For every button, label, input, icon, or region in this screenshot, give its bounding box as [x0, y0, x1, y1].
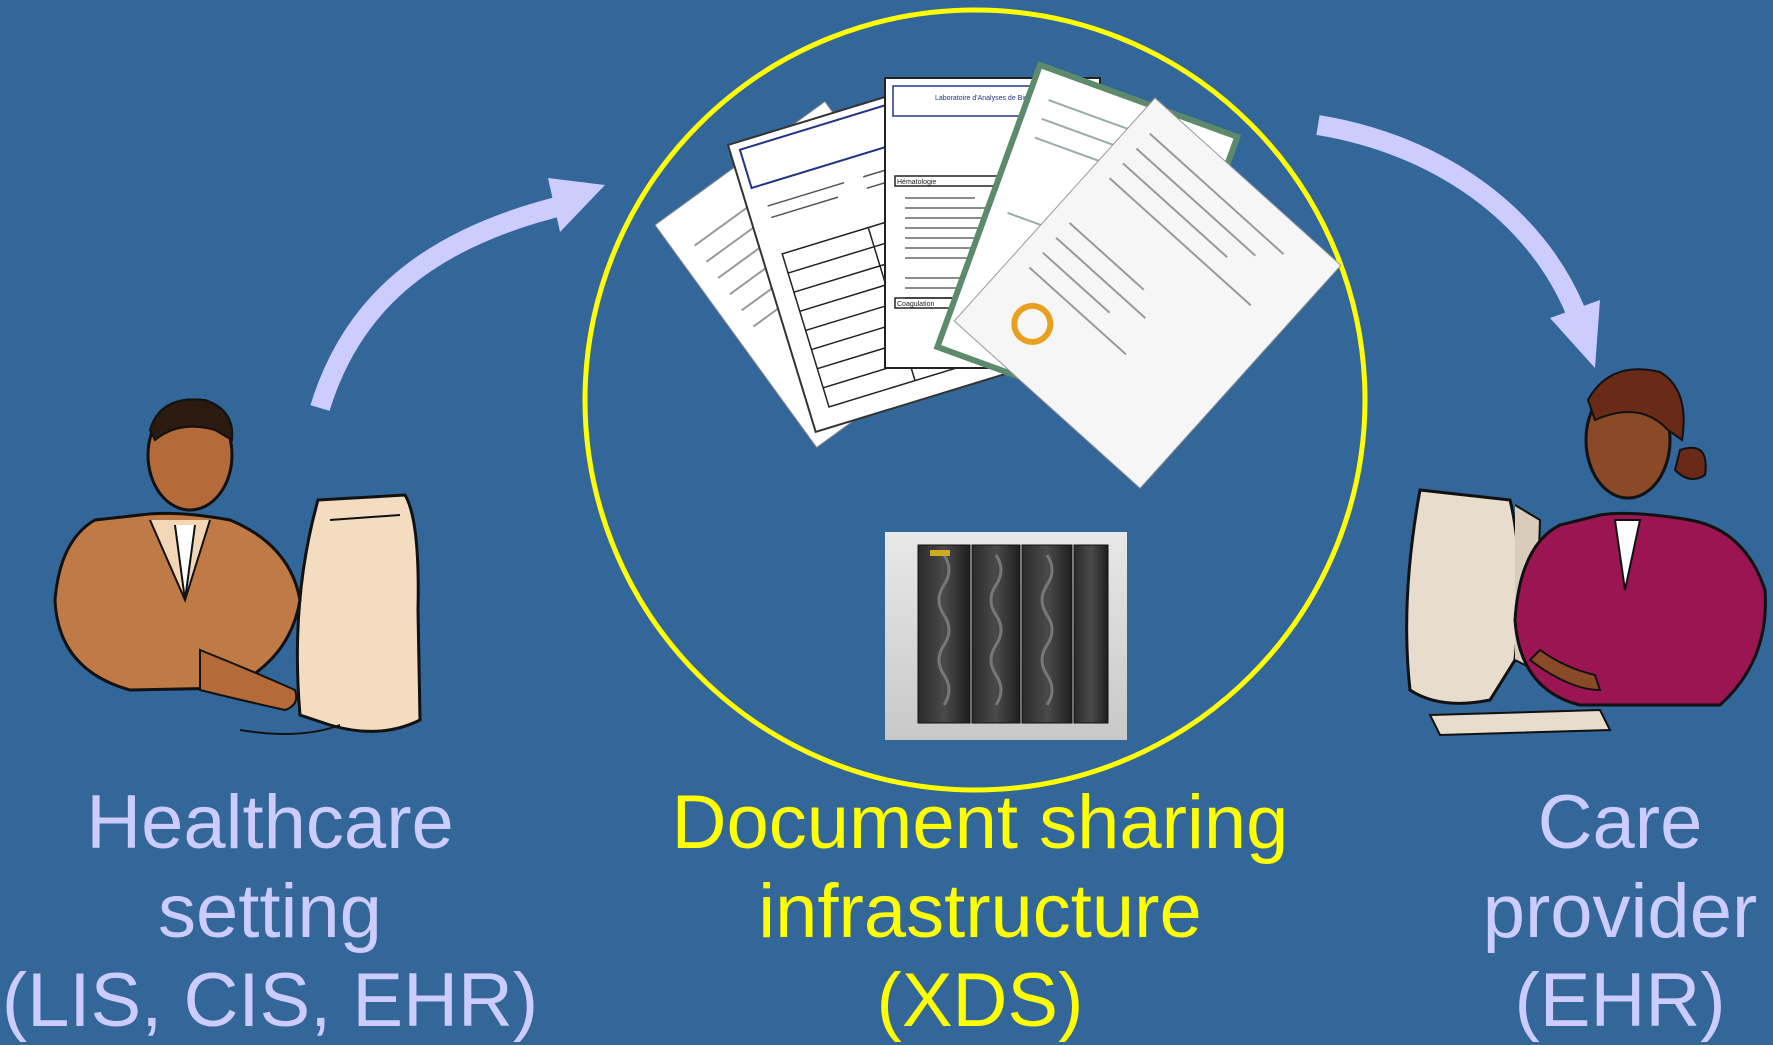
healthcare-setting-person-icon	[53, 398, 422, 735]
infrastructure-line-1: Document sharing	[671, 780, 1289, 865]
retrieve-arrow	[1316, 115, 1600, 368]
document-header-text: Laboratoire d'Analyses de Biologie Médic…	[935, 95, 1073, 102]
submit-arrow	[310, 178, 605, 411]
infrastructure-circle	[582, 7, 1368, 793]
care-provider-line-2: provider	[1482, 869, 1758, 954]
care-provider-line-1: Care	[1537, 780, 1703, 865]
infrastructure-line-2: infrastructure	[758, 869, 1202, 954]
healthcare-setting-line-3: (LIS, CIS, EHR)	[1, 958, 539, 1043]
document-section-2: Coagulation	[897, 301, 934, 308]
document-sharing-infrastructure-label: Document sharing infrastructure (XDS)	[640, 778, 1320, 1045]
document-section-1: Hématologie	[897, 179, 936, 186]
care-provider-label: Care provider (EHR)	[1470, 778, 1770, 1045]
healthcare-setting-line-2: setting	[158, 869, 382, 954]
infrastructure-line-3: (XDS)	[876, 958, 1084, 1043]
server-rack-icon	[885, 532, 1127, 740]
care-provider-line-3: (EHR)	[1514, 958, 1726, 1043]
healthcare-setting-line-1: Healthcare	[86, 780, 454, 865]
lab-report-documents-icon: Laboratoire d'Analyses de Biologie Médic…	[654, 61, 1342, 489]
care-provider-person-icon	[1405, 368, 1767, 737]
healthcare-setting-label: Healthcare setting (LIS, CIS, EHR)	[0, 778, 540, 1045]
